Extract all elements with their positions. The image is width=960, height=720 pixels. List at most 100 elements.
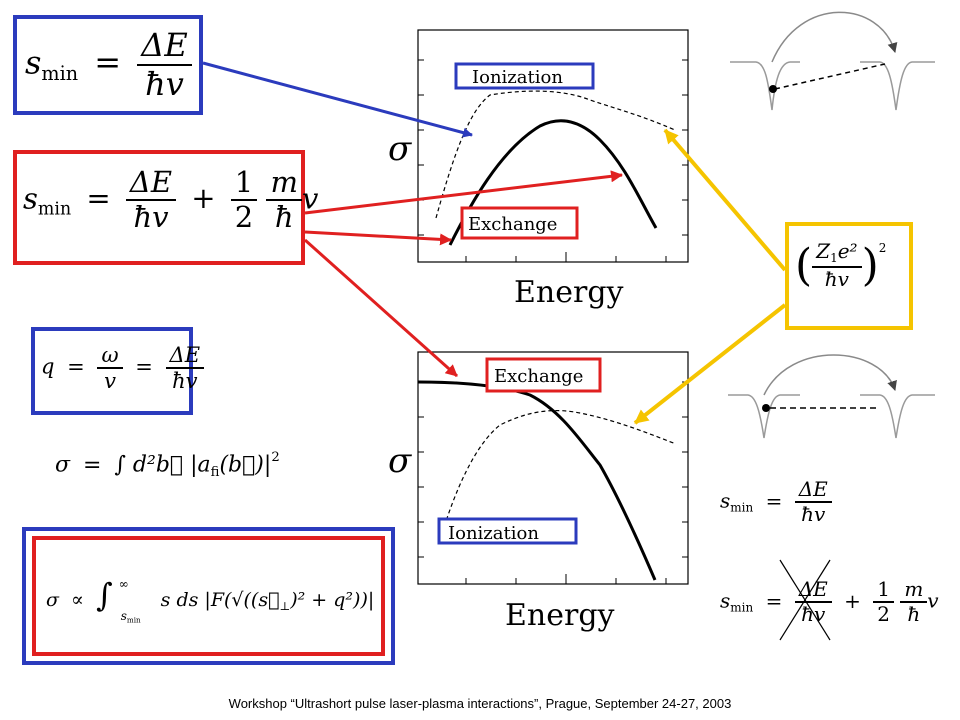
fraction-den: ħv (801, 502, 826, 526)
fraction-num: m (900, 578, 928, 603)
integrand: s ds |F(√((s⃗ (160, 589, 280, 611)
chart-bottom-ionization-box (437, 517, 578, 545)
arrow-yellow-to-top-chart (663, 128, 787, 272)
chart-top-ionization-box (454, 62, 595, 90)
fraction: ΔE ħv (794, 478, 832, 526)
potential-wells-bottom (728, 354, 935, 439)
chart-bottom-xlabel: Energy (505, 598, 615, 633)
potential-top-electron (769, 85, 777, 93)
chart-bottom-dashed-curve (439, 409, 677, 541)
lower-limit-s: s (120, 609, 127, 623)
paren-close: ) (861, 240, 879, 291)
q-formula: q = ω v = ΔE ħv (41, 343, 205, 394)
chart-top-xlabel: Energy (514, 275, 624, 310)
fraction: ΔE ħv (137, 27, 192, 103)
arrow-red-to-top-solid (304, 170, 623, 215)
arrow-blue-to-top-chart (202, 61, 473, 138)
charge-formula: ( Z1e² ħv )2 (795, 240, 886, 291)
fraction-energy: ΔE ħv (794, 578, 832, 626)
fraction-num: ΔE (137, 27, 192, 66)
fraction-num: ΔE (794, 478, 832, 503)
smin-formula: smin = ΔE ħv (25, 27, 192, 103)
plus: + (844, 588, 861, 613)
fraction-energy: ΔE ħv (125, 165, 177, 235)
chart-top-exchange-label: Exchange (468, 214, 557, 235)
charge-factor-box: ( Z1e² ħv )2 (785, 222, 913, 330)
equals: = (83, 452, 102, 478)
integral-sign: ∫ (95, 576, 113, 614)
fraction-mass: m ħ (266, 165, 302, 235)
chart-bottom-exchange-box (485, 357, 602, 393)
chart-top-exchange-box (460, 206, 579, 240)
fraction-charge: Z1e² ħv (812, 239, 862, 291)
sigma-lhs: σ (55, 452, 71, 478)
fraction-den: 2 (234, 200, 254, 235)
fraction-num: 1 (873, 578, 894, 603)
equals: = (86, 181, 111, 216)
potential-top-dashed-transition (774, 63, 886, 90)
fraction-den: ħv (145, 64, 184, 103)
fraction-num: ω (97, 343, 123, 370)
integral-sub: fi (210, 465, 220, 481)
chart-top-solid-curve (448, 119, 658, 246)
smin-full-formula: smin = ΔE ħv + 1 2 m ħ v (23, 165, 319, 235)
sigma-prop-formula: σ ∝ ∫ ∞ smin s ds |F(√((s⃗⊥)² + q²))| (46, 576, 375, 625)
potential-wells-top (730, 11, 935, 111)
fraction-den: v (104, 369, 116, 394)
chart-top-ticks (418, 59, 688, 262)
smin-formula-box-blue: smin = ΔE ħv (13, 15, 203, 115)
velocity: v (301, 181, 319, 216)
fraction-den: ħv (133, 200, 169, 235)
fraction-omega: ω v (97, 343, 123, 394)
proportional: ∝ (71, 589, 84, 611)
fraction-den: ħv (172, 369, 198, 394)
smin-small-formula-1: smin = ΔE ħv (720, 478, 832, 526)
fraction-half: 1 2 (873, 578, 894, 626)
perp-sub: ⊥ (279, 598, 291, 613)
chart-bottom-ylabel: σ (388, 441, 412, 481)
fraction-num: ΔE (125, 165, 177, 202)
smin-lhs: s (25, 43, 42, 82)
smin-sub: min (730, 600, 754, 615)
footer-caption: Workshop “Ultrashort pulse laser-plasma … (228, 696, 732, 711)
sigma-integral-formula: σ = ∫ d²b⃗ |afi(b⃗)|2 (55, 450, 280, 480)
lower-limit: smin (120, 609, 141, 625)
z: Z (816, 239, 831, 264)
plus: + (191, 181, 216, 216)
q-lhs: q (41, 354, 55, 379)
fraction-den: ħ (907, 602, 921, 626)
smin-sub: min (730, 500, 754, 515)
smin-formula-box-red: smin = ΔE ħv + 1 2 m ħ v (13, 150, 318, 265)
chart-bottom-exchange-label: Exchange (494, 366, 583, 387)
chart-bottom-frame (417, 351, 689, 585)
fraction-half: 1 2 (230, 165, 258, 235)
integral-body: ∫ d²b⃗ |a (114, 452, 211, 478)
upper-limit: ∞ (118, 577, 129, 591)
q-formula-box: q = ω v = ΔE ħv (31, 327, 205, 415)
fraction-num: Z1e² (812, 239, 862, 268)
chart-top: σ Energy Ionization Exchange (388, 29, 689, 310)
chart-top-ylabel: σ (388, 129, 412, 169)
smin-sub: min (37, 199, 72, 220)
equals: = (765, 588, 783, 613)
chart-top-ionization-label: Ionization (472, 67, 563, 88)
integrand-tail: )² + q²))| (290, 589, 375, 611)
sigma-lhs: σ (46, 589, 59, 611)
fraction-den: ħv (824, 267, 849, 291)
fraction-num: m (266, 165, 302, 202)
e-squared: e² (837, 239, 858, 264)
chart-bottom-ionization-label: Ionization (448, 523, 539, 544)
arrow-red-to-top-exchange (304, 230, 452, 246)
integral-arg: (b⃗)| (219, 452, 272, 478)
smin-small-formula-2: smin = ΔE ħv + 1 2 m ħ v (720, 578, 939, 626)
equals: = (94, 43, 122, 82)
equals: = (135, 354, 153, 379)
chart-bottom-solid-curve (417, 380, 657, 581)
arrow-red-to-bottom-chart (303, 238, 459, 378)
sigma-prop-inner-box: σ ∝ ∫ ∞ smin s ds |F(√((s⃗⊥)² + q²))| (32, 536, 385, 656)
smin-lhs: s (720, 588, 731, 613)
velocity: v (927, 588, 939, 613)
paren-open: ( (795, 240, 813, 291)
equals: = (67, 354, 85, 379)
